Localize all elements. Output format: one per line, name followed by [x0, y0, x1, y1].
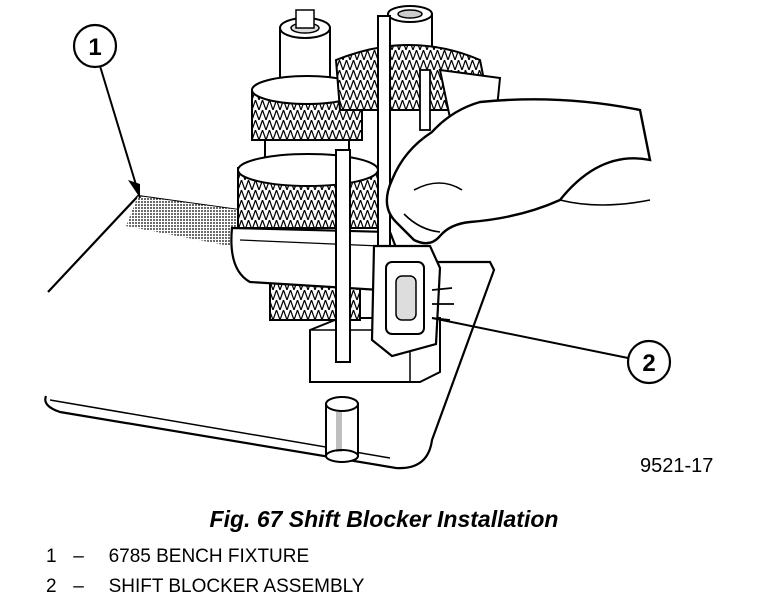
- legend-item: 1 – 6785 BENCH FIXTURE: [46, 542, 364, 572]
- callout-1: 1: [72, 23, 141, 199]
- legend-label: 6785 BENCH FIXTURE: [108, 546, 310, 567]
- legend-number: 2: [46, 576, 57, 597]
- callout-2-number: 2: [642, 350, 655, 377]
- legend-number: 1: [46, 546, 57, 567]
- shift-rails: [335, 15, 431, 363]
- transmission-illustration: 1 2: [44, 5, 672, 470]
- callout-1-number: 1: [88, 34, 101, 61]
- locating-pin: [325, 396, 359, 463]
- technician-hand: [385, 98, 652, 245]
- countershaft-assembly: [334, 5, 502, 119]
- legend-label: SHIFT BLOCKER ASSEMBLY: [108, 576, 365, 597]
- legend: 1 – 6785 BENCH FIXTURE 2 – SHIFT BLOCKER…: [46, 542, 364, 598]
- figure-caption: Fig. 67 Shift Blocker Installation: [209, 506, 559, 532]
- figure-id: 9521-17: [640, 455, 714, 477]
- legend-separator: –: [73, 576, 84, 597]
- legend-item: 2 – SHIFT BLOCKER ASSEMBLY: [46, 572, 364, 598]
- legend-separator: –: [73, 546, 84, 567]
- callout-2: 2: [431, 317, 672, 385]
